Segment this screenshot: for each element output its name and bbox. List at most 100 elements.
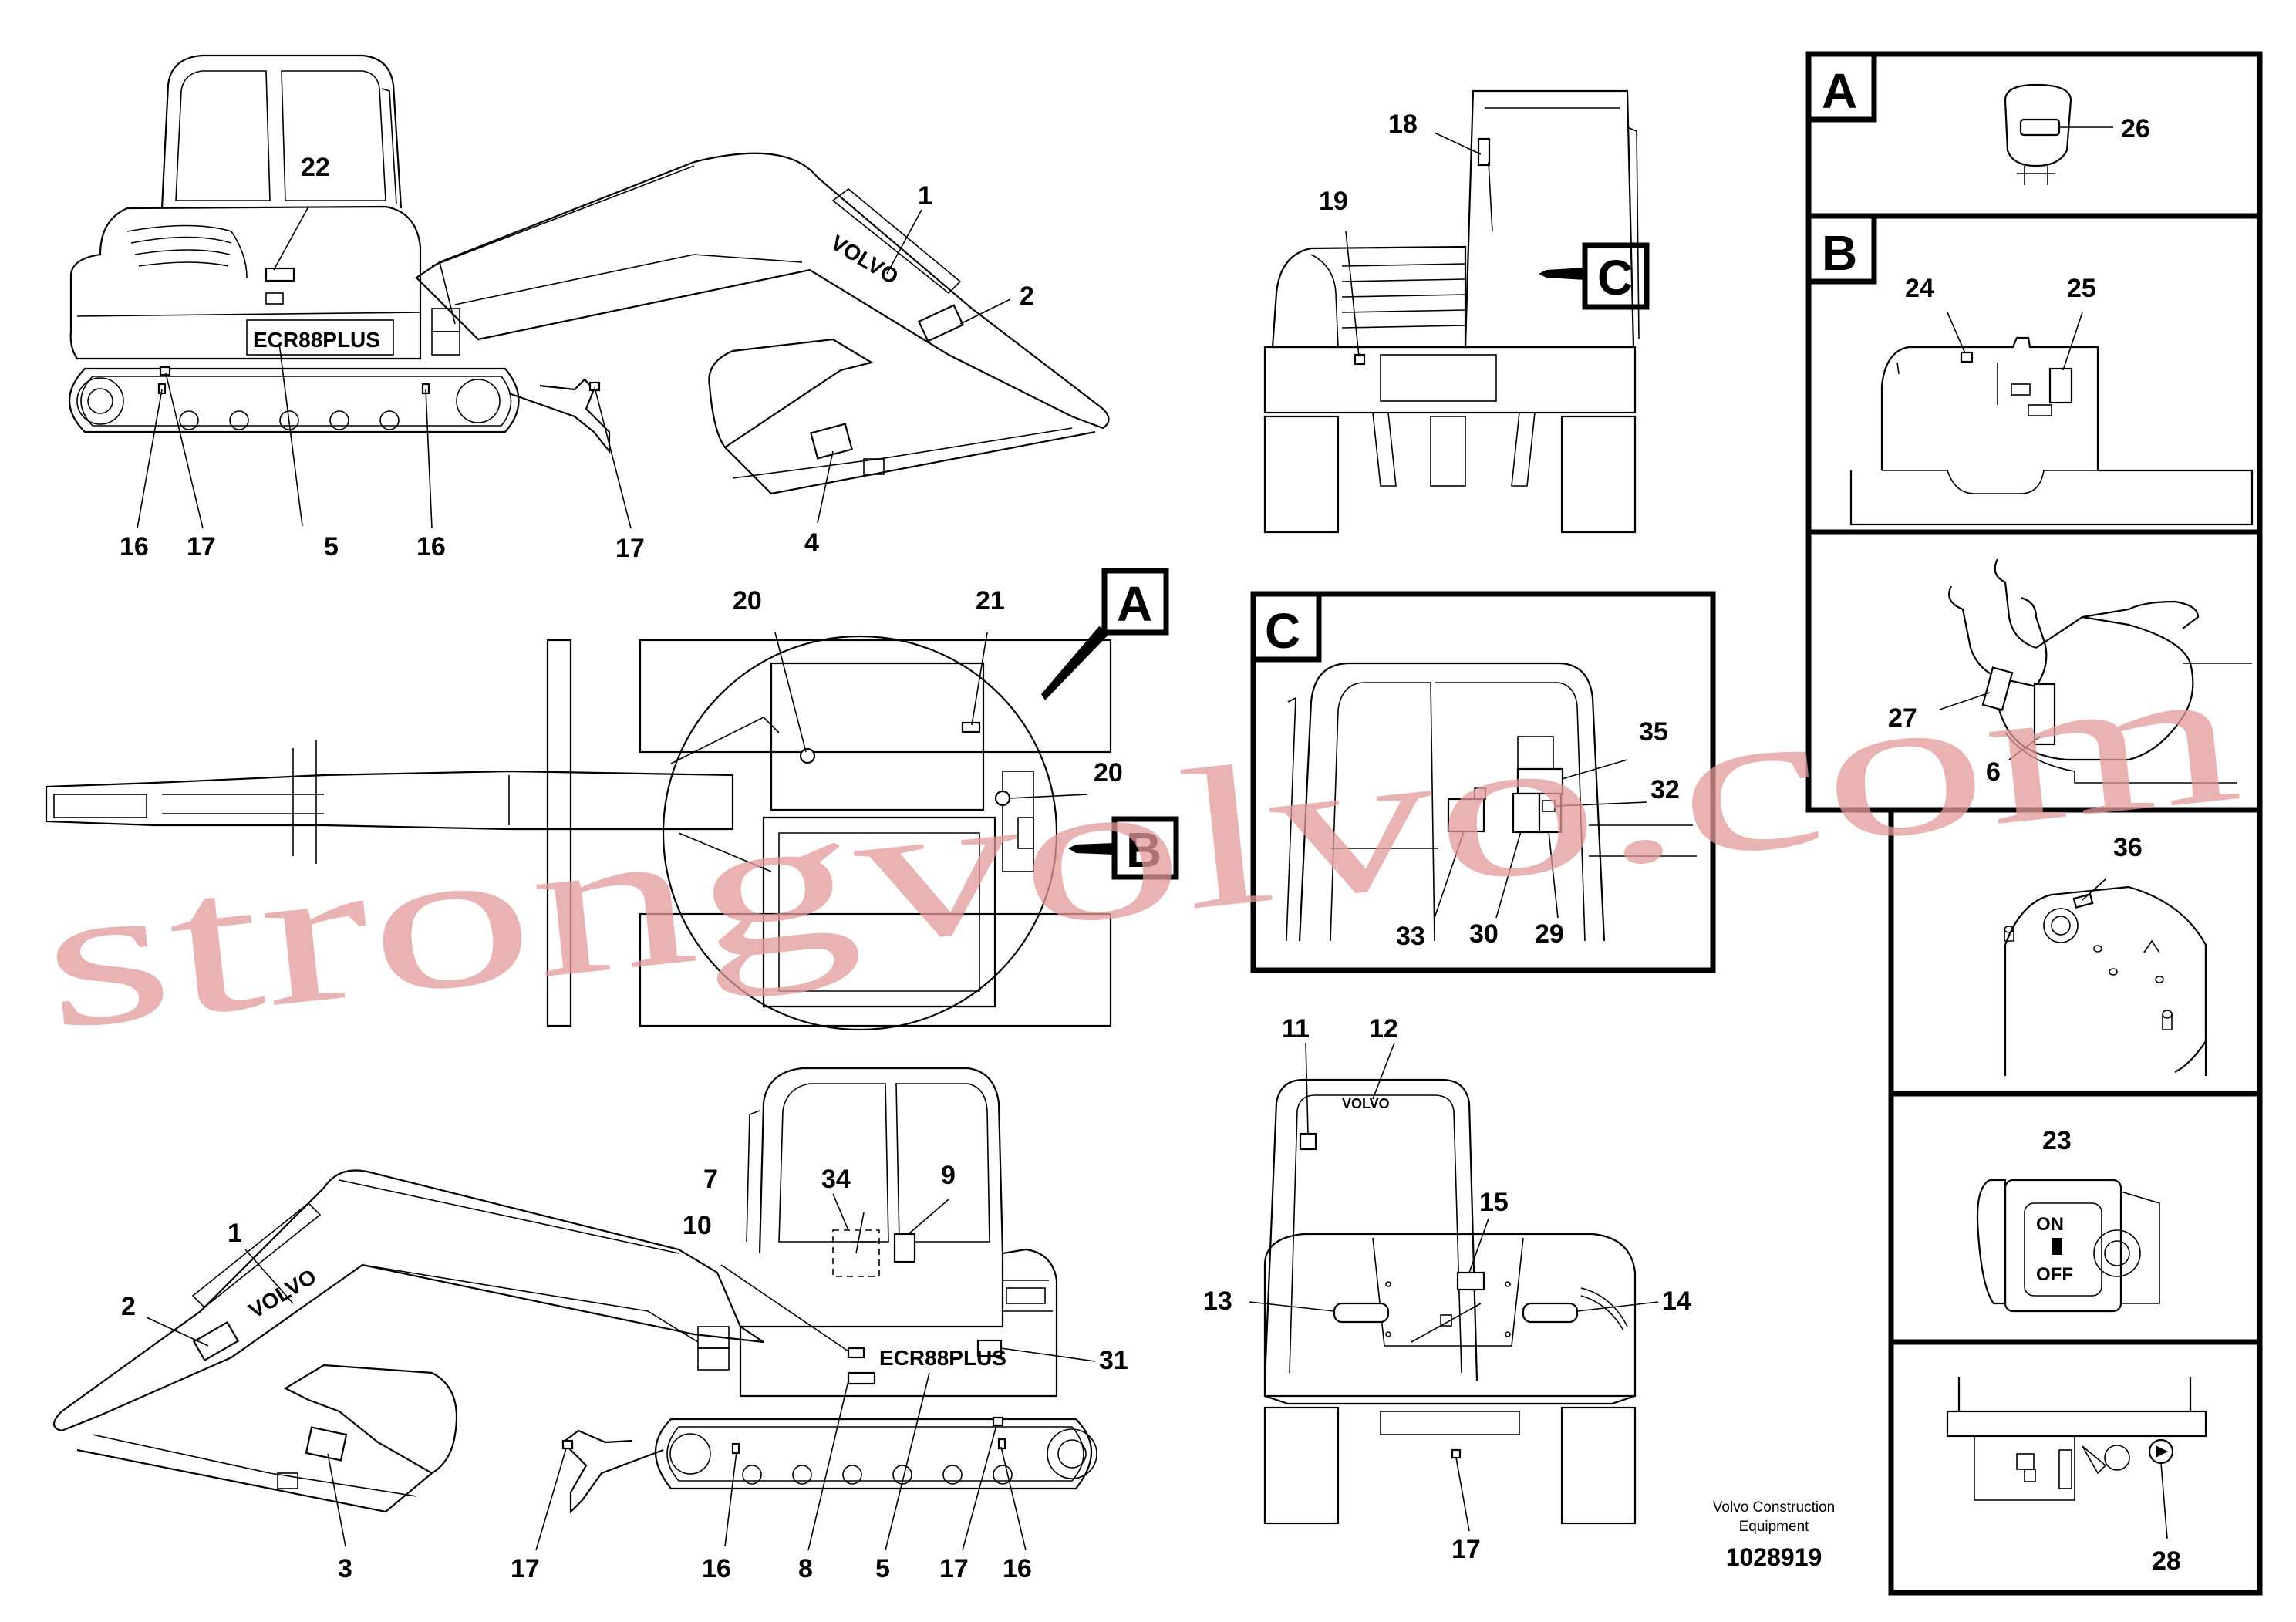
decal-17c [992,1416,1004,1427]
callout-27: 27 [1888,703,1917,733]
callout-4: 4 [804,528,819,558]
decal-4 [810,423,853,460]
callout-1a: 1 [918,181,932,211]
decal-20a [799,747,816,764]
detail-battery [1888,1339,2263,1596]
decal-2b [192,1320,240,1362]
callout-10: 10 [683,1211,712,1240]
callout-20b: 20 [1094,758,1123,787]
decal-21 [961,721,981,733]
callout-5b: 5 [875,1554,890,1583]
watermark-text: strongvolvo.com [32,621,2249,1072]
decal-13 [1333,1302,1390,1324]
callout-29: 29 [1535,919,1564,949]
callout-12: 12 [1369,1014,1398,1044]
decal-10 [847,1347,865,1359]
decal-16a [157,383,167,395]
leader-lines [137,126,2168,1551]
svg-text:C: C [1597,250,1633,305]
callout-7: 7 [703,1165,718,1194]
detail-a-label: A [1822,63,1857,119]
decal-26 [2019,118,2061,137]
decal-36 [2072,893,2094,909]
callout-b [1111,816,1179,880]
callout-17b: 17 [615,534,645,563]
brand-decal-front: VOLVO [1342,1096,1390,1111]
callout-2a: 2 [1020,282,1034,311]
decal-19 [1354,353,1366,366]
decal-33 [1447,798,1485,833]
toggle-switch-icon [2052,1238,2062,1255]
callout-14: 14 [1662,1286,1691,1316]
decal-9 [893,1233,916,1263]
decal-30 [1512,792,1541,834]
decal-17e [1451,1448,1462,1459]
callout-1b: 1 [228,1219,242,1248]
decal-14 [1522,1302,1579,1324]
callout-numbers: 1 2 22 16 17 5 16 17 4 18 19 20 21 20 35… [120,110,2181,1583]
decal-25 [2048,367,2073,404]
callout-33: 33 [1396,922,1425,951]
callout-11: 11 [1282,1014,1310,1044]
callout-9: 9 [941,1161,956,1190]
callout-30: 30 [1469,919,1499,949]
callout-2b: 2 [121,1292,136,1321]
side-view-left: ECR88PLUS VOLVO [69,54,1110,495]
callout-17e: 17 [1451,1535,1481,1564]
callout-20a: 20 [733,586,762,615]
decal-27 [1981,666,2014,711]
model-decal-left: ECR88PLUS [253,328,380,352]
callout-34: 34 [821,1165,851,1194]
callout-22: 22 [301,153,330,182]
detail-switch: ON OFF [1888,1091,2263,1345]
callout-32: 32 [1650,775,1680,804]
callout-24: 24 [1905,274,1934,303]
callout-c [1582,242,1650,310]
company-line-2: Equipment [1739,1519,1810,1535]
decal-16c [731,1442,740,1455]
detail-b: B [1805,213,2263,535]
svg-text:A: A [1117,576,1152,632]
decal-2a [917,304,965,342]
callout-16c: 16 [702,1554,731,1583]
decal-32 [1542,800,1556,812]
callout-21: 21 [976,586,1005,615]
decal-11 [1299,1132,1317,1151]
detail-c: C [1250,591,1716,973]
top-view [45,626,1114,1031]
detail-a: A [1805,51,2263,219]
drawing-number: 1028919 [1726,1543,1822,1571]
callout-23: 23 [2042,1126,2072,1155]
callout-a [1101,568,1169,636]
callout-26: 26 [2121,114,2150,143]
callout-17a: 17 [187,532,216,561]
callout-19: 19 [1319,187,1348,216]
callout-31: 31 [1099,1346,1128,1375]
switch-on-label: ON [2036,1214,2064,1235]
callout-16a: 16 [120,532,149,561]
decal-16d [997,1438,1006,1450]
decal-35 [1516,767,1564,795]
callout-18: 18 [1388,110,1418,139]
callout-16b: 16 [416,532,446,561]
decal-8 [847,1371,876,1385]
callout-8: 8 [798,1554,813,1583]
callout-17c: 17 [511,1554,540,1583]
callout-36: 36 [2113,833,2143,862]
detail-c-label: C [1265,603,1300,659]
decal-24 [1960,351,1974,363]
switch-off-label: OFF [2036,1264,2073,1285]
view-callouts: A B C [1101,242,1650,880]
svg-text:B: B [1126,822,1161,878]
decal-17a [159,366,171,376]
decal-7 [832,1229,880,1277]
model-decal-right: ECR88PLUS [879,1346,1006,1370]
decal-17d [561,1439,574,1450]
decal-3 [305,1426,348,1462]
callout-5a: 5 [324,532,339,561]
drawing-footer: Volvo Construction Equipment 1028919 [1713,1499,1835,1571]
detail-b-label: B [1822,225,1857,281]
callout-17d: 17 [939,1554,969,1583]
callout-13: 13 [1203,1286,1232,1316]
